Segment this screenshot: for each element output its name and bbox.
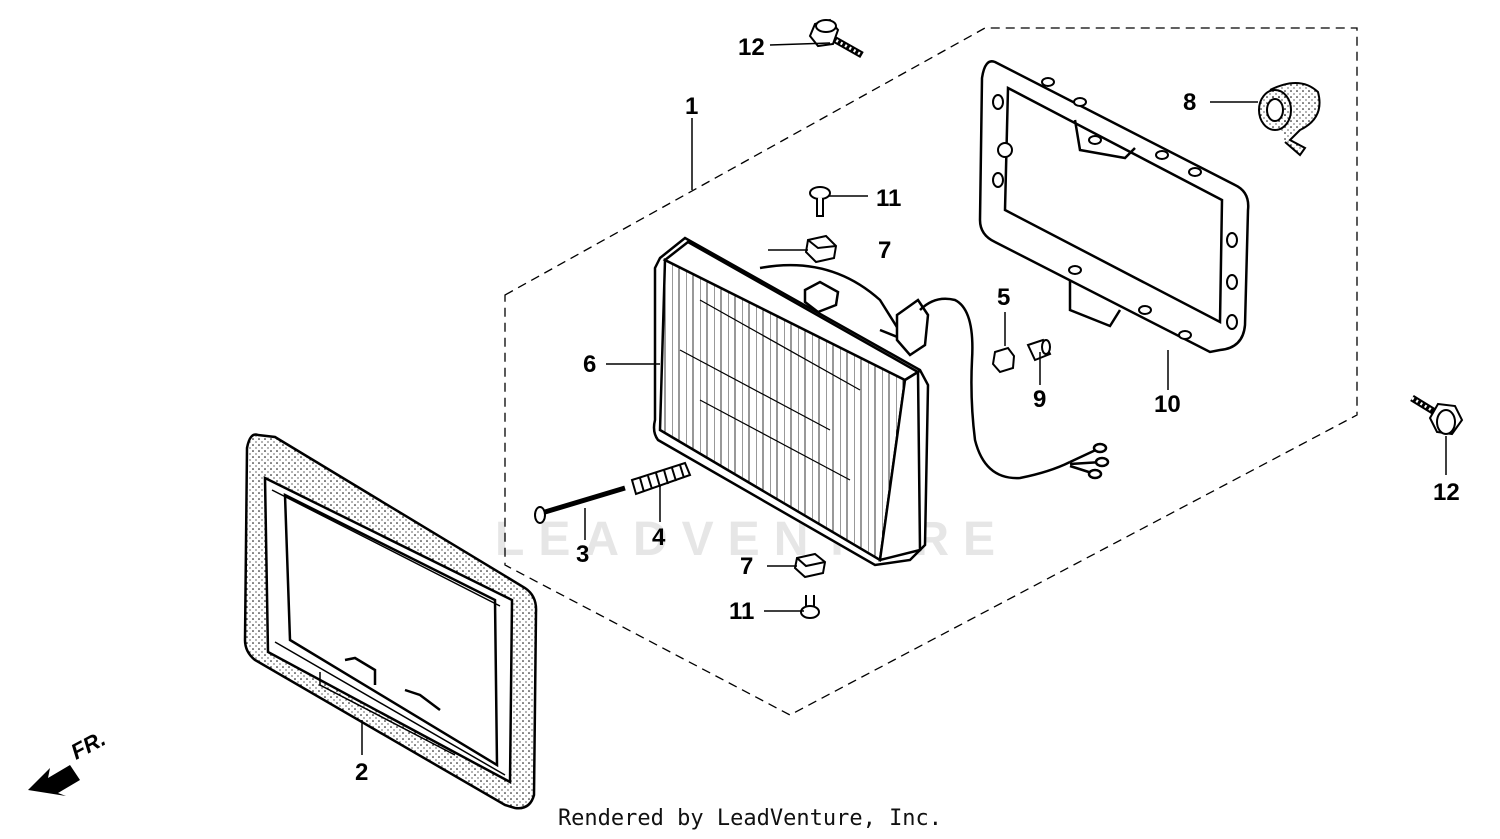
front-direction-label: FR. (67, 726, 110, 765)
nut-lower (793, 552, 827, 579)
callout-7-lower: 7 (740, 553, 753, 580)
front-direction-arrow: FR. (28, 726, 110, 796)
render-credit: Rendered by LeadVenture, Inc. (557, 806, 943, 831)
cap-9 (1026, 338, 1052, 362)
callout-9: 9 (1033, 386, 1046, 413)
assembly-boundary (504, 27, 1358, 716)
callout-11-upper: 11 (876, 185, 901, 212)
mounting-frame (978, 60, 1250, 354)
callout-4: 4 (652, 524, 666, 551)
callout-12-top: 12 (738, 34, 765, 61)
callout-5: 5 (997, 284, 1010, 311)
callout-8: 8 (1183, 89, 1196, 116)
spring (630, 461, 692, 496)
screw-lower (800, 595, 820, 619)
callout-10: 10 (1154, 391, 1181, 418)
callout-1: 1 (685, 93, 698, 120)
screw-upper (809, 186, 831, 217)
callout-2: 2 (355, 759, 368, 786)
nut-upper (804, 234, 838, 264)
callout-labels: 1 2 3 4 5 6 7 7 8 9 10 11 11 12 12 (355, 34, 1460, 786)
callout-3: 3 (576, 541, 589, 568)
wiring-harness (919, 297, 1110, 480)
callout-6: 6 (583, 351, 596, 378)
headlight-unit (652, 236, 930, 567)
fitting-5 (991, 346, 1016, 374)
bolt-top (808, 18, 864, 59)
clamp (1258, 82, 1321, 157)
callout-12-right: 12 (1433, 479, 1460, 506)
callout-11-lower: 11 (729, 598, 754, 625)
headlight-rim (243, 433, 538, 810)
adjusting-screw (534, 485, 626, 524)
callout-7-upper: 7 (878, 237, 891, 264)
leader-lines (361, 42, 1447, 755)
bolt-right (1410, 395, 1464, 436)
